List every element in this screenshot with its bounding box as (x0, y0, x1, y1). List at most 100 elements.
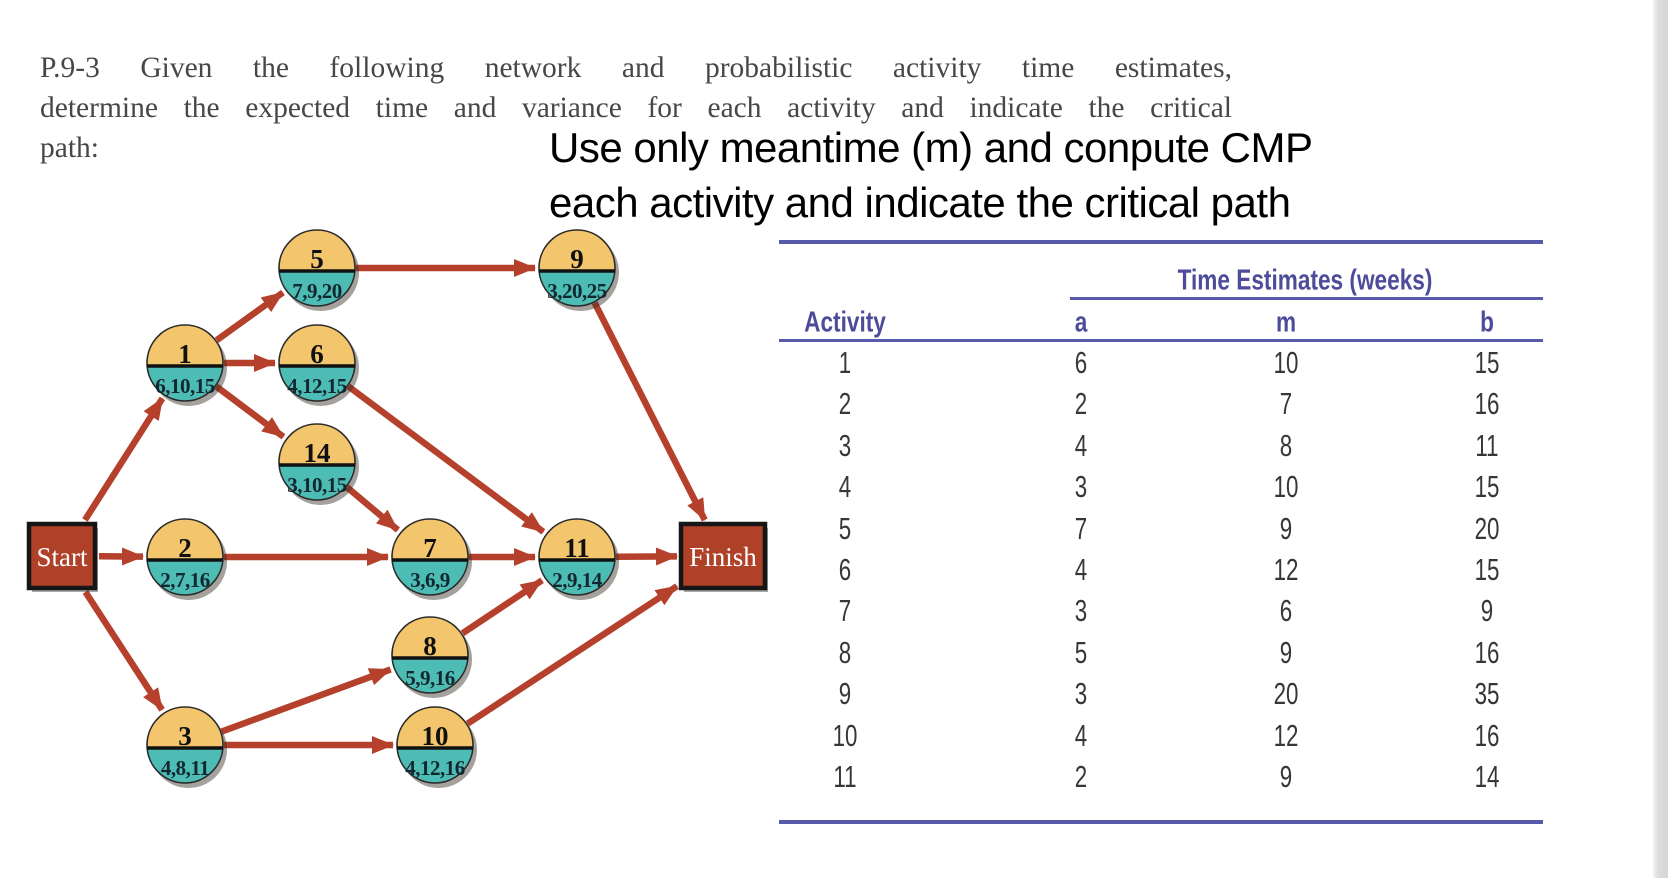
terminal-label: Start (37, 542, 88, 572)
cell-activity: 7 (838, 593, 852, 629)
cell-activity: 10 (832, 717, 858, 753)
node-bottom-half (539, 271, 615, 307)
cell-a: 2 (1074, 759, 1088, 794)
node-bottom-half (279, 465, 355, 501)
cell-b: 20 (1474, 510, 1500, 546)
cell-m: 8 (1279, 427, 1293, 463)
node-top-half (279, 230, 355, 271)
edge-start-1 (82, 396, 166, 522)
col-header-activity: Activity (804, 306, 886, 339)
cell-b: 16 (1474, 634, 1500, 670)
network-node-2: 22,7,16 (146, 518, 227, 600)
annotation-line-2: each activity and indicate the critical … (549, 179, 1291, 226)
cell-m: 20 (1273, 676, 1299, 712)
cell-activity: 8 (838, 634, 852, 670)
node-layer: 16,10,15 57,9,20 93,20,25 6 4,12,15 143,10,15… (26, 229, 768, 788)
edge-3-8 (220, 666, 392, 735)
cell-activity: 9 (838, 676, 852, 712)
network-node-10: 104,12,16 (396, 706, 477, 788)
terminal-label: Finish (689, 542, 757, 572)
cell-m: 9 (1279, 510, 1293, 546)
problem-statement: P.9-3 Given the following network and pr… (40, 48, 1232, 168)
node-label: 5 (310, 244, 324, 274)
node-times: 3,10,15 (287, 473, 347, 497)
cell-activity: 2 (838, 386, 852, 422)
node-bottom-half (147, 366, 223, 401)
cell-activity: 1 (838, 345, 852, 380)
terminal-box (26, 521, 98, 591)
table-group-rule (1070, 297, 1543, 300)
node-times: 5,9,16 (405, 666, 455, 690)
edge-1-14 (214, 383, 286, 440)
node-bottom-half (279, 271, 355, 307)
problem-line-3: path: (40, 132, 99, 164)
node-times: 4,12,15 (287, 374, 347, 398)
node-times: 6,10,15 (155, 374, 215, 398)
cell-m: 7 (1279, 386, 1293, 422)
node-label: 6 (310, 339, 324, 369)
cell-m: 12 (1273, 717, 1299, 753)
terminal-box (678, 521, 768, 591)
node-outline (396, 706, 474, 784)
network-node-5: 57,9,20 (278, 229, 359, 311)
cell-b: 9 (1480, 593, 1494, 629)
node-top-half (147, 519, 224, 560)
cell-b: 16 (1474, 386, 1500, 422)
terminal-finish: Finish (678, 521, 768, 592)
cell-activity: 4 (838, 469, 852, 505)
edge-1-5 (214, 289, 285, 343)
node-label: 9 (570, 244, 584, 274)
node-times: 2,7,16 (160, 568, 210, 592)
node-outline (538, 518, 616, 596)
node-bottom-half (392, 560, 468, 596)
cell-a: 2 (1074, 386, 1088, 422)
network-node-9: 93,20,25 (538, 229, 619, 311)
cell-b: 15 (1474, 469, 1500, 505)
cell-a: 5 (1074, 634, 1088, 670)
node-outline (391, 518, 469, 596)
node-label: 7 (423, 533, 437, 563)
node-times: 2,9,14 (552, 568, 603, 592)
cell-b: 15 (1474, 552, 1500, 587)
node-outline (538, 229, 616, 307)
network-node-1: 16,10,15 (146, 324, 227, 406)
node-bottom-half (279, 366, 355, 402)
terminal-start: Start (26, 521, 98, 592)
node-label: 8 (423, 631, 437, 661)
problem-line-2: determine the expected time and variance… (40, 92, 1232, 124)
page-edge-strip (1653, 0, 1668, 878)
node-top-half (147, 325, 224, 366)
cell-a: 6 (1074, 345, 1088, 380)
cell-activity: 6 (838, 552, 852, 587)
node-times: 3,6,9 (410, 568, 450, 592)
node-bottom-half (147, 560, 223, 595)
cell-b: 14 (1474, 759, 1500, 794)
node-bottom-half (539, 560, 615, 596)
node-top-half (397, 707, 473, 748)
node-label: 11 (564, 533, 590, 563)
cell-b: 16 (1474, 717, 1500, 753)
edge-8-11 (460, 577, 544, 637)
node-top-half (539, 230, 615, 271)
cell-activity: 5 (838, 510, 852, 546)
cell-a: 3 (1074, 676, 1088, 712)
network-node-3: 34,8,11 (146, 706, 227, 788)
edge-start-3 (82, 590, 165, 712)
cell-m: 9 (1279, 759, 1293, 794)
node-top-half (392, 617, 469, 658)
node-outline (146, 706, 224, 784)
problem-line-1: P.9-3 Given the following network and pr… (40, 52, 1232, 84)
cell-b: 11 (1475, 427, 1499, 463)
node-times: 4,8,11 (161, 756, 209, 780)
network-node-14: 143,10,15 (278, 423, 359, 505)
table-header-rule (779, 339, 1543, 342)
edge-6-11 (346, 383, 546, 535)
node-bottom-half (147, 748, 223, 783)
edge-layer (82, 259, 708, 754)
cell-activity: 11 (833, 759, 857, 794)
cell-activity: 3 (838, 427, 852, 463)
network-node-8: 8 5,9,16 (391, 616, 472, 698)
node-label: 10 (422, 721, 449, 751)
